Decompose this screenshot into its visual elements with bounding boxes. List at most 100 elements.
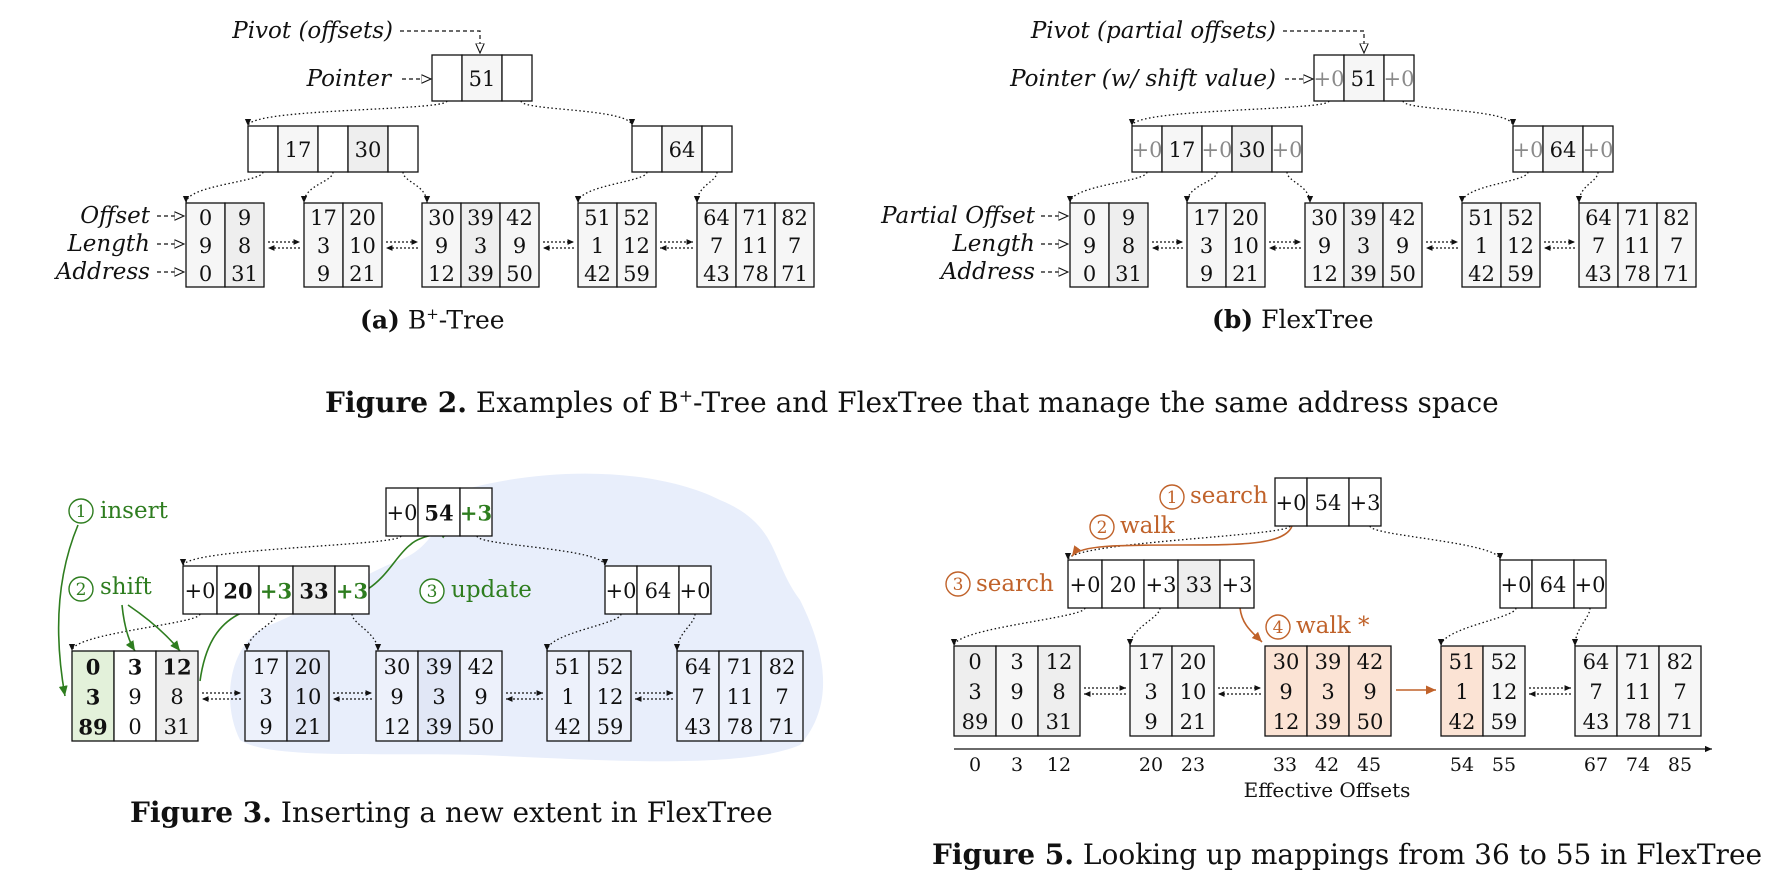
- fig2b-root-value: 51: [1351, 67, 1378, 91]
- fig2a-leaf-value: 12: [623, 234, 650, 258]
- fig3-root-cell: [417, 487, 461, 537]
- fig3-leaf-value: 17: [253, 655, 280, 679]
- fig2a-root-value: 51: [469, 67, 496, 91]
- fig3-leaf-value: 52: [597, 655, 624, 679]
- fig5-internal-value: +0: [1501, 573, 1532, 597]
- fig2a-internal-cell: [247, 125, 279, 173]
- fig2b-internal-value: 30: [1239, 138, 1266, 162]
- fig2-caption-label: Figure 2.: [325, 386, 467, 419]
- fig2b-leaf-value: 7: [1670, 234, 1683, 258]
- pivot-label: Pivot (offsets): [231, 18, 393, 44]
- axis-tick-label: 33: [1273, 754, 1297, 776]
- fig5-leaf-column: [1306, 645, 1350, 737]
- fig5-leaf-column: [1264, 645, 1308, 737]
- fig5-leaf-value: 7: [1589, 680, 1602, 704]
- fig2a-leaf-value: 59: [623, 262, 650, 286]
- axis-tick-label: 0: [969, 754, 981, 776]
- fig3-caption-label: Figure 3.: [130, 796, 272, 829]
- fig5-root-cell: [1306, 477, 1350, 527]
- fig2b-leaf-value: 8: [1122, 234, 1135, 258]
- fig5-leaf-value: 52: [1491, 650, 1518, 674]
- fig2b-leaf-value: 51: [1468, 206, 1495, 230]
- fig2a-leaf-value: 43: [703, 262, 730, 286]
- fig3-leaf-value: 89: [78, 715, 107, 740]
- fig5-leaf-value: 43: [1583, 710, 1610, 734]
- fig5-internal-cell: [1573, 559, 1607, 609]
- fig2a-leaf-value: 1: [591, 234, 604, 258]
- fig5-leaf-column: [1482, 645, 1526, 737]
- fig5-internal-value: 20: [1110, 573, 1137, 597]
- fig3-leaf-column: [588, 650, 632, 742]
- fig5-leaf-value: 21: [1180, 710, 1207, 734]
- fig3-leaf-value: 59: [597, 715, 624, 739]
- fig2b-leaf-value: 11: [1624, 234, 1651, 258]
- child-pointer: [1183, 171, 1218, 204]
- fig2b-internal-value: +0: [1202, 138, 1233, 162]
- child-pointer: [182, 171, 264, 204]
- step-search-1-circle: [1159, 484, 1185, 510]
- fig3-leaf-value: 31: [164, 715, 191, 739]
- fig5-leaf-value: 9: [1010, 680, 1023, 704]
- fig2a-leaf-value: 0: [199, 262, 212, 286]
- fig2b-leaf-value: 52: [1507, 206, 1534, 230]
- row-label: Length: [952, 231, 1035, 257]
- fig2a-leaf-value: 3: [317, 234, 330, 258]
- node-layer: [71, 54, 1702, 742]
- fig2b-internal-cell: [1231, 125, 1273, 173]
- fig2a-leaf-value: 21: [349, 262, 376, 286]
- fig2b-leaf-value: 71: [1663, 262, 1690, 286]
- fig3-leaf-value: 11: [727, 685, 754, 709]
- child-pointer: [243, 613, 277, 652]
- fig2a-leaf-value: 9: [199, 234, 212, 258]
- fig2a-leaf-value: 31: [231, 262, 258, 286]
- child-pointer: [351, 613, 382, 652]
- fig3-leaf-value: 21: [295, 715, 322, 739]
- fig3-internal-value: +0: [680, 579, 711, 603]
- fig2a-leaf-value: 51: [584, 206, 611, 230]
- fig5-internal-cell: [1101, 559, 1145, 609]
- fig2b-leaf-column: [1500, 202, 1541, 288]
- fig3-leaf-value: 3: [128, 655, 143, 680]
- pivot-arrow: [1283, 30, 1364, 53]
- row-label: Offset: [80, 203, 151, 229]
- fig2b-leaf-value: 78: [1624, 262, 1651, 286]
- fig5-internal-value: +0: [1575, 573, 1606, 597]
- fig2b-leaf-column: [1461, 202, 1502, 288]
- fig5-leaf-value: 3: [1144, 680, 1157, 704]
- fig2b-caption-label: (b): [1212, 305, 1254, 334]
- fig5-leaf-value: 82: [1667, 650, 1694, 674]
- fig5-leaf-column: [1658, 645, 1702, 737]
- axis-tick-label: 55: [1492, 754, 1516, 776]
- fig2a-leaf-column: [696, 202, 737, 288]
- fig2a-leaf-column: [421, 202, 462, 288]
- child-pointer: [1437, 607, 1517, 647]
- fig2a-leaf-value: 42: [584, 262, 611, 286]
- fig5-leaf-value: 3: [1321, 680, 1334, 704]
- child-pointer: [1575, 171, 1599, 204]
- fig2b-leaf-value: 0: [1083, 262, 1096, 286]
- fig5-leaf-value: 17: [1138, 650, 1165, 674]
- fig3-leaf-value: 50: [468, 715, 495, 739]
- shift-arrow: [127, 604, 181, 652]
- fig2a-caption-post: -Tree: [438, 305, 505, 335]
- fig3-caption: Figure 3. Inserting a new extent in Flex…: [130, 796, 773, 829]
- child-pointer: [543, 613, 622, 652]
- fig2b-internal-cell: [1582, 125, 1614, 173]
- fig2b-caption-text: FlexTree: [1261, 305, 1374, 334]
- step-insert-number: 1: [76, 502, 87, 522]
- child-pointer: [1064, 525, 1291, 561]
- fig2a-internal-value: 30: [355, 138, 382, 162]
- fig3-leaf-column: [459, 650, 503, 742]
- fig2b-leaf-column: [1304, 202, 1345, 288]
- fig5-internal-value: 64: [1540, 573, 1567, 597]
- fig3-internal-value: 64: [645, 579, 672, 603]
- fig5-leaf-column: [1574, 645, 1618, 737]
- step-search-2-label: search: [976, 571, 1054, 597]
- fig3-leaf-value: 51: [555, 655, 582, 679]
- fig5-leaf-column: [995, 645, 1039, 737]
- fig2b-root-cell: [1343, 54, 1385, 102]
- child-pointer: [1458, 171, 1529, 204]
- fig2a-leaf-value: 0: [199, 206, 212, 230]
- fig2b-leaf-value: 3: [1357, 234, 1370, 258]
